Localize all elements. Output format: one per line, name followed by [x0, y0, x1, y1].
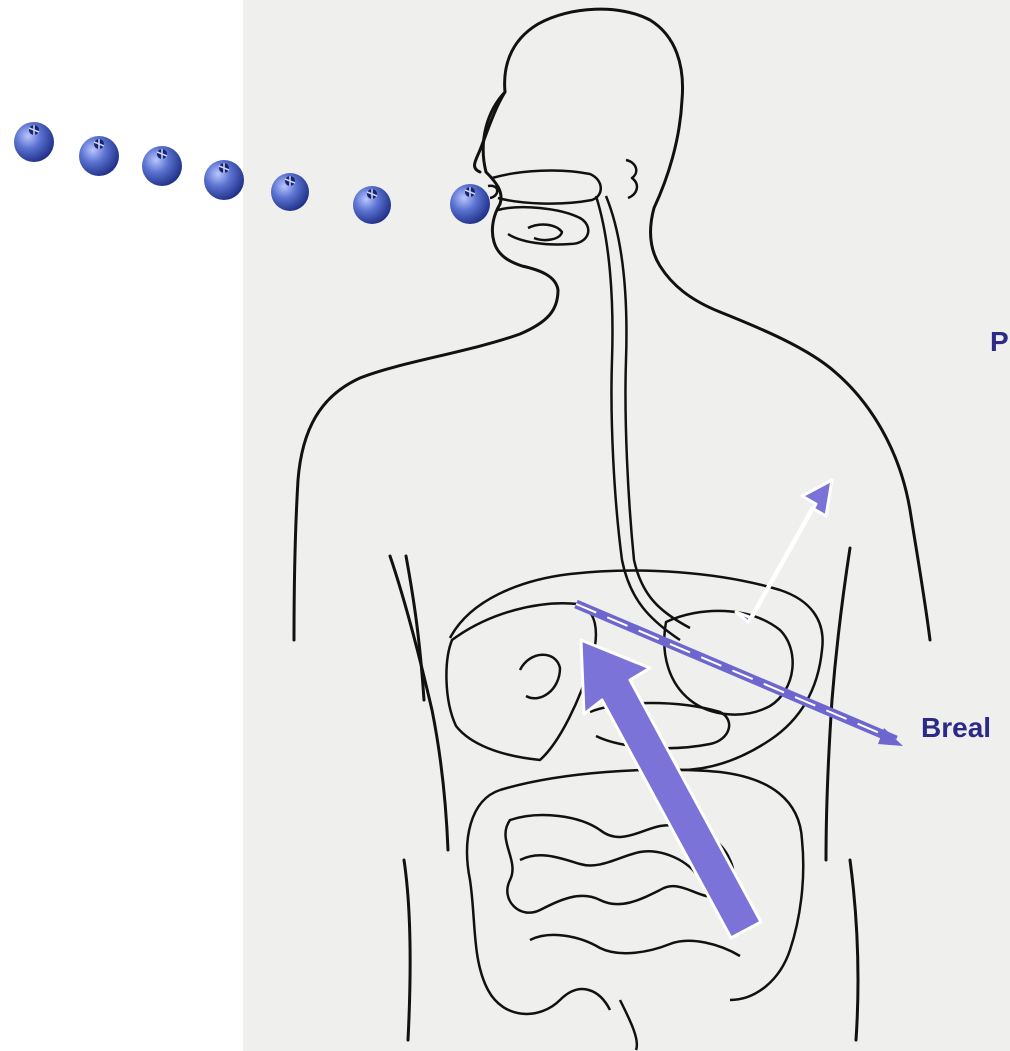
- food-sequence: [14, 122, 490, 224]
- body-outline: [294, 9, 930, 1040]
- blueberry-icon: [79, 136, 119, 176]
- head-back-shoulder-right: [483, 9, 930, 640]
- stomach: [664, 611, 792, 715]
- blueberry-icon: [353, 186, 391, 224]
- mouth-structures: [488, 160, 637, 245]
- hip-left: [404, 860, 410, 1040]
- blueberry-icon: [450, 184, 490, 224]
- face-neck-shoulder-left: [294, 172, 558, 640]
- large-intestine-right: [500, 770, 803, 1000]
- liver: [446, 603, 596, 760]
- blueberry-icon: [271, 173, 309, 211]
- left-arm-inner: [390, 556, 448, 850]
- tongue-detail: [528, 225, 562, 240]
- palate: [492, 171, 601, 204]
- airway-rings: [626, 160, 637, 198]
- lips: [488, 186, 497, 198]
- arrows: [576, 480, 903, 938]
- small-intestine-2: [520, 851, 700, 880]
- nose-outline: [475, 92, 505, 172]
- arrow-icon: [581, 640, 761, 938]
- esophagus-right-wall: [606, 196, 690, 628]
- blueberry-icon: [14, 122, 54, 162]
- blueberry-icon: [142, 146, 182, 186]
- hip-right: [850, 860, 858, 1040]
- torso-left-side: [406, 556, 424, 700]
- right-arm-inner: [826, 548, 850, 860]
- arrow-icon: [736, 480, 832, 622]
- esophagus: [596, 196, 690, 640]
- rectum: [620, 1000, 637, 1050]
- small-intestine-3: [530, 935, 740, 956]
- blueberry-icon: [204, 160, 244, 200]
- gallbladder: [520, 655, 560, 699]
